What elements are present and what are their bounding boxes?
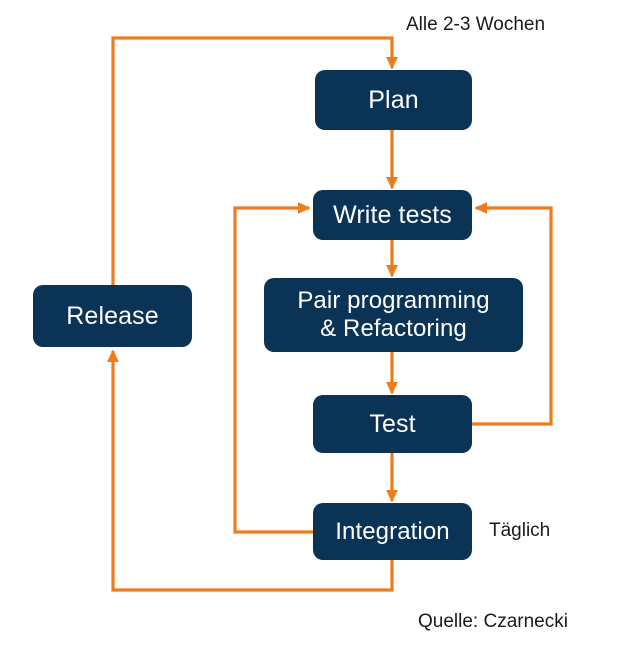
- caption-daily-cadence: Täglich: [489, 520, 551, 541]
- connector-integration-to-write-tests: [233, 202, 313, 534]
- connector-integration-to-release: [107, 349, 394, 592]
- node-pair-programming-refactoring[interactable]: Pair programming& Refactoring: [264, 278, 523, 352]
- node-plan[interactable]: Plan: [315, 70, 472, 130]
- node-test[interactable]: Test: [313, 395, 472, 453]
- node-write-tests[interactable]: Write tests: [313, 190, 472, 240]
- node-release[interactable]: Release: [33, 285, 192, 347]
- caption-iteration-cadence: Alle 2-3 Wochen: [406, 14, 546, 35]
- caption-source-attribution: Quelle: Czarnecki: [418, 611, 568, 632]
- connector-release-to-plan: [111, 36, 398, 285]
- connector-test-back-to-write-tests: [472, 202, 553, 426]
- node-integration[interactable]: Integration: [313, 503, 472, 560]
